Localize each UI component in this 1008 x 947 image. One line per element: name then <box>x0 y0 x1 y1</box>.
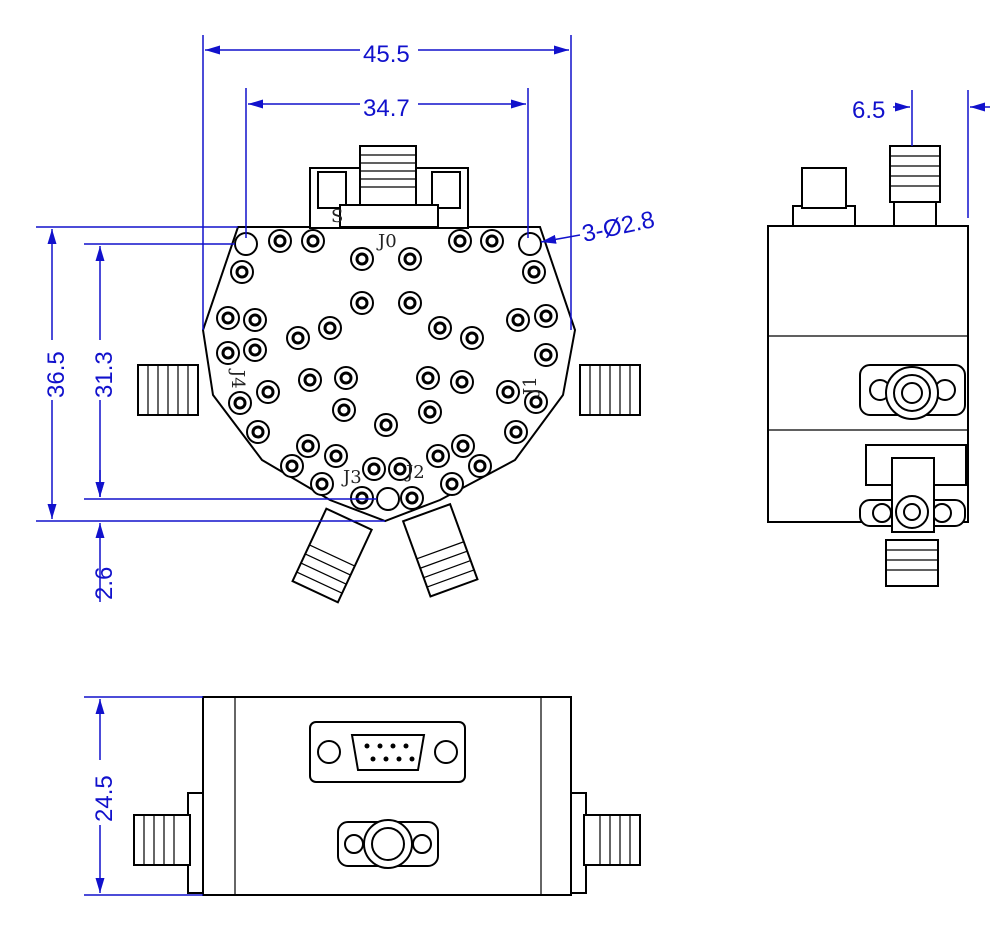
screw-socket <box>468 334 476 342</box>
label-j4: J4 <box>227 368 248 389</box>
screw-socket <box>434 452 442 460</box>
front-left-connector <box>133 792 204 894</box>
dimension-overall-height: 36.5 <box>36 226 385 522</box>
screw-socket <box>426 408 434 416</box>
screw-socket <box>504 388 512 396</box>
screw-socket <box>224 349 232 357</box>
dim-hole-height: 31.3 <box>91 351 118 398</box>
screw-socket <box>288 462 296 470</box>
screw-socket <box>456 237 464 245</box>
dimension-overall-width: 45.5 <box>202 35 572 330</box>
dim-body-thickness: 24.5 <box>91 775 118 822</box>
screw-socket <box>251 346 259 354</box>
screw-socket <box>406 255 414 263</box>
db9-connector <box>309 721 466 783</box>
screw-socket <box>309 237 317 245</box>
screw-socket <box>326 324 334 332</box>
side-port-flange <box>859 444 967 587</box>
connector-j4 <box>137 364 199 416</box>
screw-socket <box>448 480 456 488</box>
housing-outline <box>201 226 577 523</box>
dimension-body-thickness: 24.5 <box>84 696 203 896</box>
dim-overall-width: 45.5 <box>363 41 410 68</box>
label-j3: J3 <box>341 467 362 488</box>
connector-j1 <box>579 364 641 416</box>
screw-socket <box>530 268 538 276</box>
dimension-connector-offset: 6.5 <box>852 90 990 218</box>
dimension-mounting-holes: 3-Ø2.8 <box>540 206 657 248</box>
connector-j0 <box>309 145 469 229</box>
screw-socket <box>542 351 550 359</box>
screw-socket <box>332 452 340 460</box>
screw-socket <box>276 237 284 245</box>
screw-socket <box>251 316 259 324</box>
connector-j3 <box>291 507 374 604</box>
dimension-hole-offset: 2.6 <box>91 470 118 602</box>
dim-hole-spacing: 34.7 <box>363 95 410 122</box>
dim-hole-offset: 2.6 <box>91 567 118 600</box>
screw-socket <box>342 374 350 382</box>
mounting-hole <box>518 232 542 256</box>
side-view: 6.5 <box>767 90 990 587</box>
screw-socket <box>306 376 314 384</box>
screw-socket <box>514 316 522 324</box>
screw-pattern <box>216 229 558 510</box>
screw-socket <box>254 428 262 436</box>
label-j1: J1 <box>520 376 541 397</box>
screw-socket <box>318 480 326 488</box>
screw-socket <box>512 428 520 436</box>
label-control: S <box>331 206 343 227</box>
screw-socket <box>488 237 496 245</box>
dim-mounting-holes: 3-Ø2.8 <box>580 206 657 248</box>
mounting-hole <box>376 487 400 511</box>
top-view: J0 S J4 J1 J3 J2 45.5 34.7 3-Ø2.8 <box>36 35 657 604</box>
screw-socket <box>358 494 366 502</box>
label-j2: J2 <box>404 462 425 483</box>
screw-socket <box>382 421 390 429</box>
screw-socket <box>542 312 550 320</box>
screw-socket <box>358 299 366 307</box>
front-right-connector <box>570 792 641 894</box>
screw-socket <box>294 334 302 342</box>
front-rf-port <box>337 819 439 869</box>
screw-socket <box>370 465 378 473</box>
dim-connector-offset: 6.5 <box>852 97 885 124</box>
screw-socket <box>236 399 244 407</box>
screw-socket <box>304 442 312 450</box>
dimension-hole-height: 31.3 <box>84 243 377 500</box>
screw-socket <box>264 388 272 396</box>
screw-socket <box>340 406 348 414</box>
side-port-flange <box>859 364 966 420</box>
screw-socket <box>436 324 444 332</box>
front-view: 24.5 <box>84 696 641 896</box>
screw-socket <box>459 442 467 450</box>
screw-socket <box>476 462 484 470</box>
screw-socket <box>408 494 416 502</box>
screw-socket <box>238 268 246 276</box>
screw-socket <box>396 465 404 473</box>
label-j0: J0 <box>376 231 397 252</box>
screw-socket <box>532 398 540 406</box>
screw-socket <box>424 374 432 382</box>
screw-socket <box>458 378 466 386</box>
screw-socket <box>358 255 366 263</box>
screw-socket <box>224 314 232 322</box>
dim-overall-height: 36.5 <box>43 351 70 398</box>
screw-socket <box>406 299 414 307</box>
connector-j2 <box>401 502 479 598</box>
dimension-hole-spacing: 34.7 <box>245 88 529 238</box>
